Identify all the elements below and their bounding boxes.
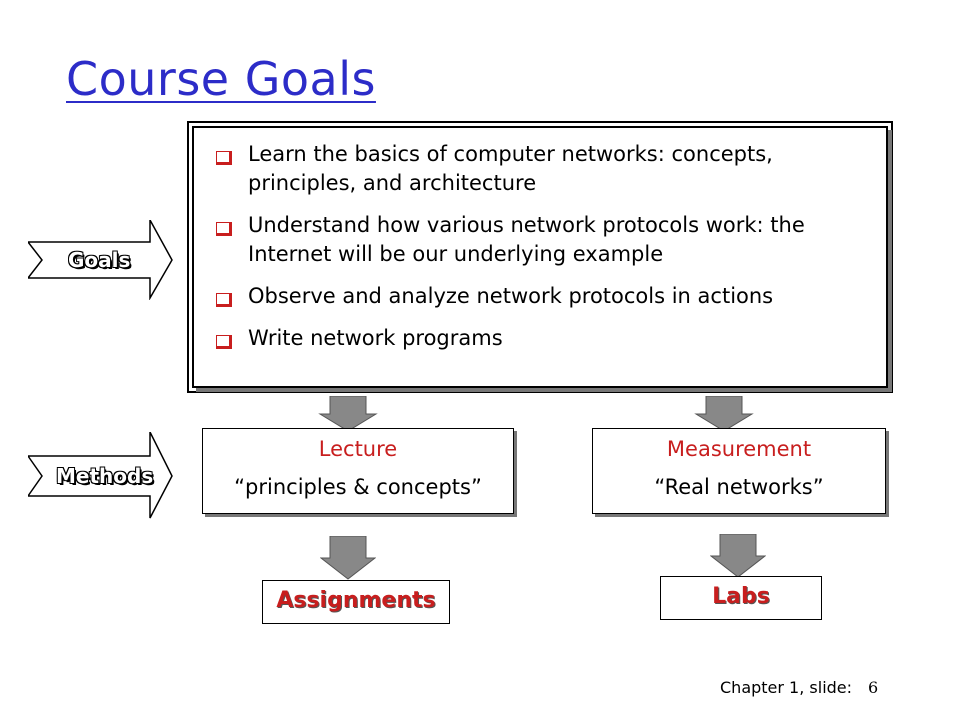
bullet-icon — [216, 293, 232, 307]
goal-item: Understand how various network protocols… — [214, 211, 878, 269]
down-arrow-icon — [710, 534, 766, 578]
labs-box: Labs — [660, 576, 822, 620]
goal-item: Observe and analyze network protocols in… — [214, 282, 878, 311]
lecture-title: Lecture — [318, 437, 398, 461]
slide-number: 6 — [868, 678, 879, 697]
goal-item: Write network programs — [214, 324, 878, 353]
goal-item: Learn the basics of computer networks: c… — [214, 140, 878, 198]
slide-title: Course Goals — [66, 52, 376, 106]
down-arrow-icon — [320, 536, 376, 580]
bullet-icon — [216, 151, 232, 165]
chapter-label: Chapter 1, slide: — [720, 678, 853, 697]
measurement-box: Measurement “Real networks” — [592, 428, 886, 514]
methods-arrow-icon — [28, 432, 173, 519]
bullet-icon — [216, 222, 232, 236]
methods-label: Methods — [56, 464, 154, 488]
goals-list: Learn the basics of computer networks: c… — [214, 140, 878, 366]
assignments-box: Assignments — [262, 580, 450, 624]
measurement-subtitle: “Real networks” — [654, 475, 824, 499]
measurement-title: Measurement — [666, 437, 812, 461]
down-arrow-icon — [694, 396, 754, 432]
goals-arrow-icon — [28, 220, 173, 300]
down-arrow-icon — [318, 396, 378, 432]
lecture-subtitle: “principles & concepts” — [234, 475, 482, 499]
slide-footer: Chapter 1, slide: 6 — [720, 678, 878, 697]
goals-label: Goals — [68, 248, 131, 272]
lecture-box: Lecture “principles & concepts” — [202, 428, 514, 514]
bullet-icon — [216, 335, 232, 349]
goals-box: Learn the basics of computer networks: c… — [192, 126, 888, 388]
